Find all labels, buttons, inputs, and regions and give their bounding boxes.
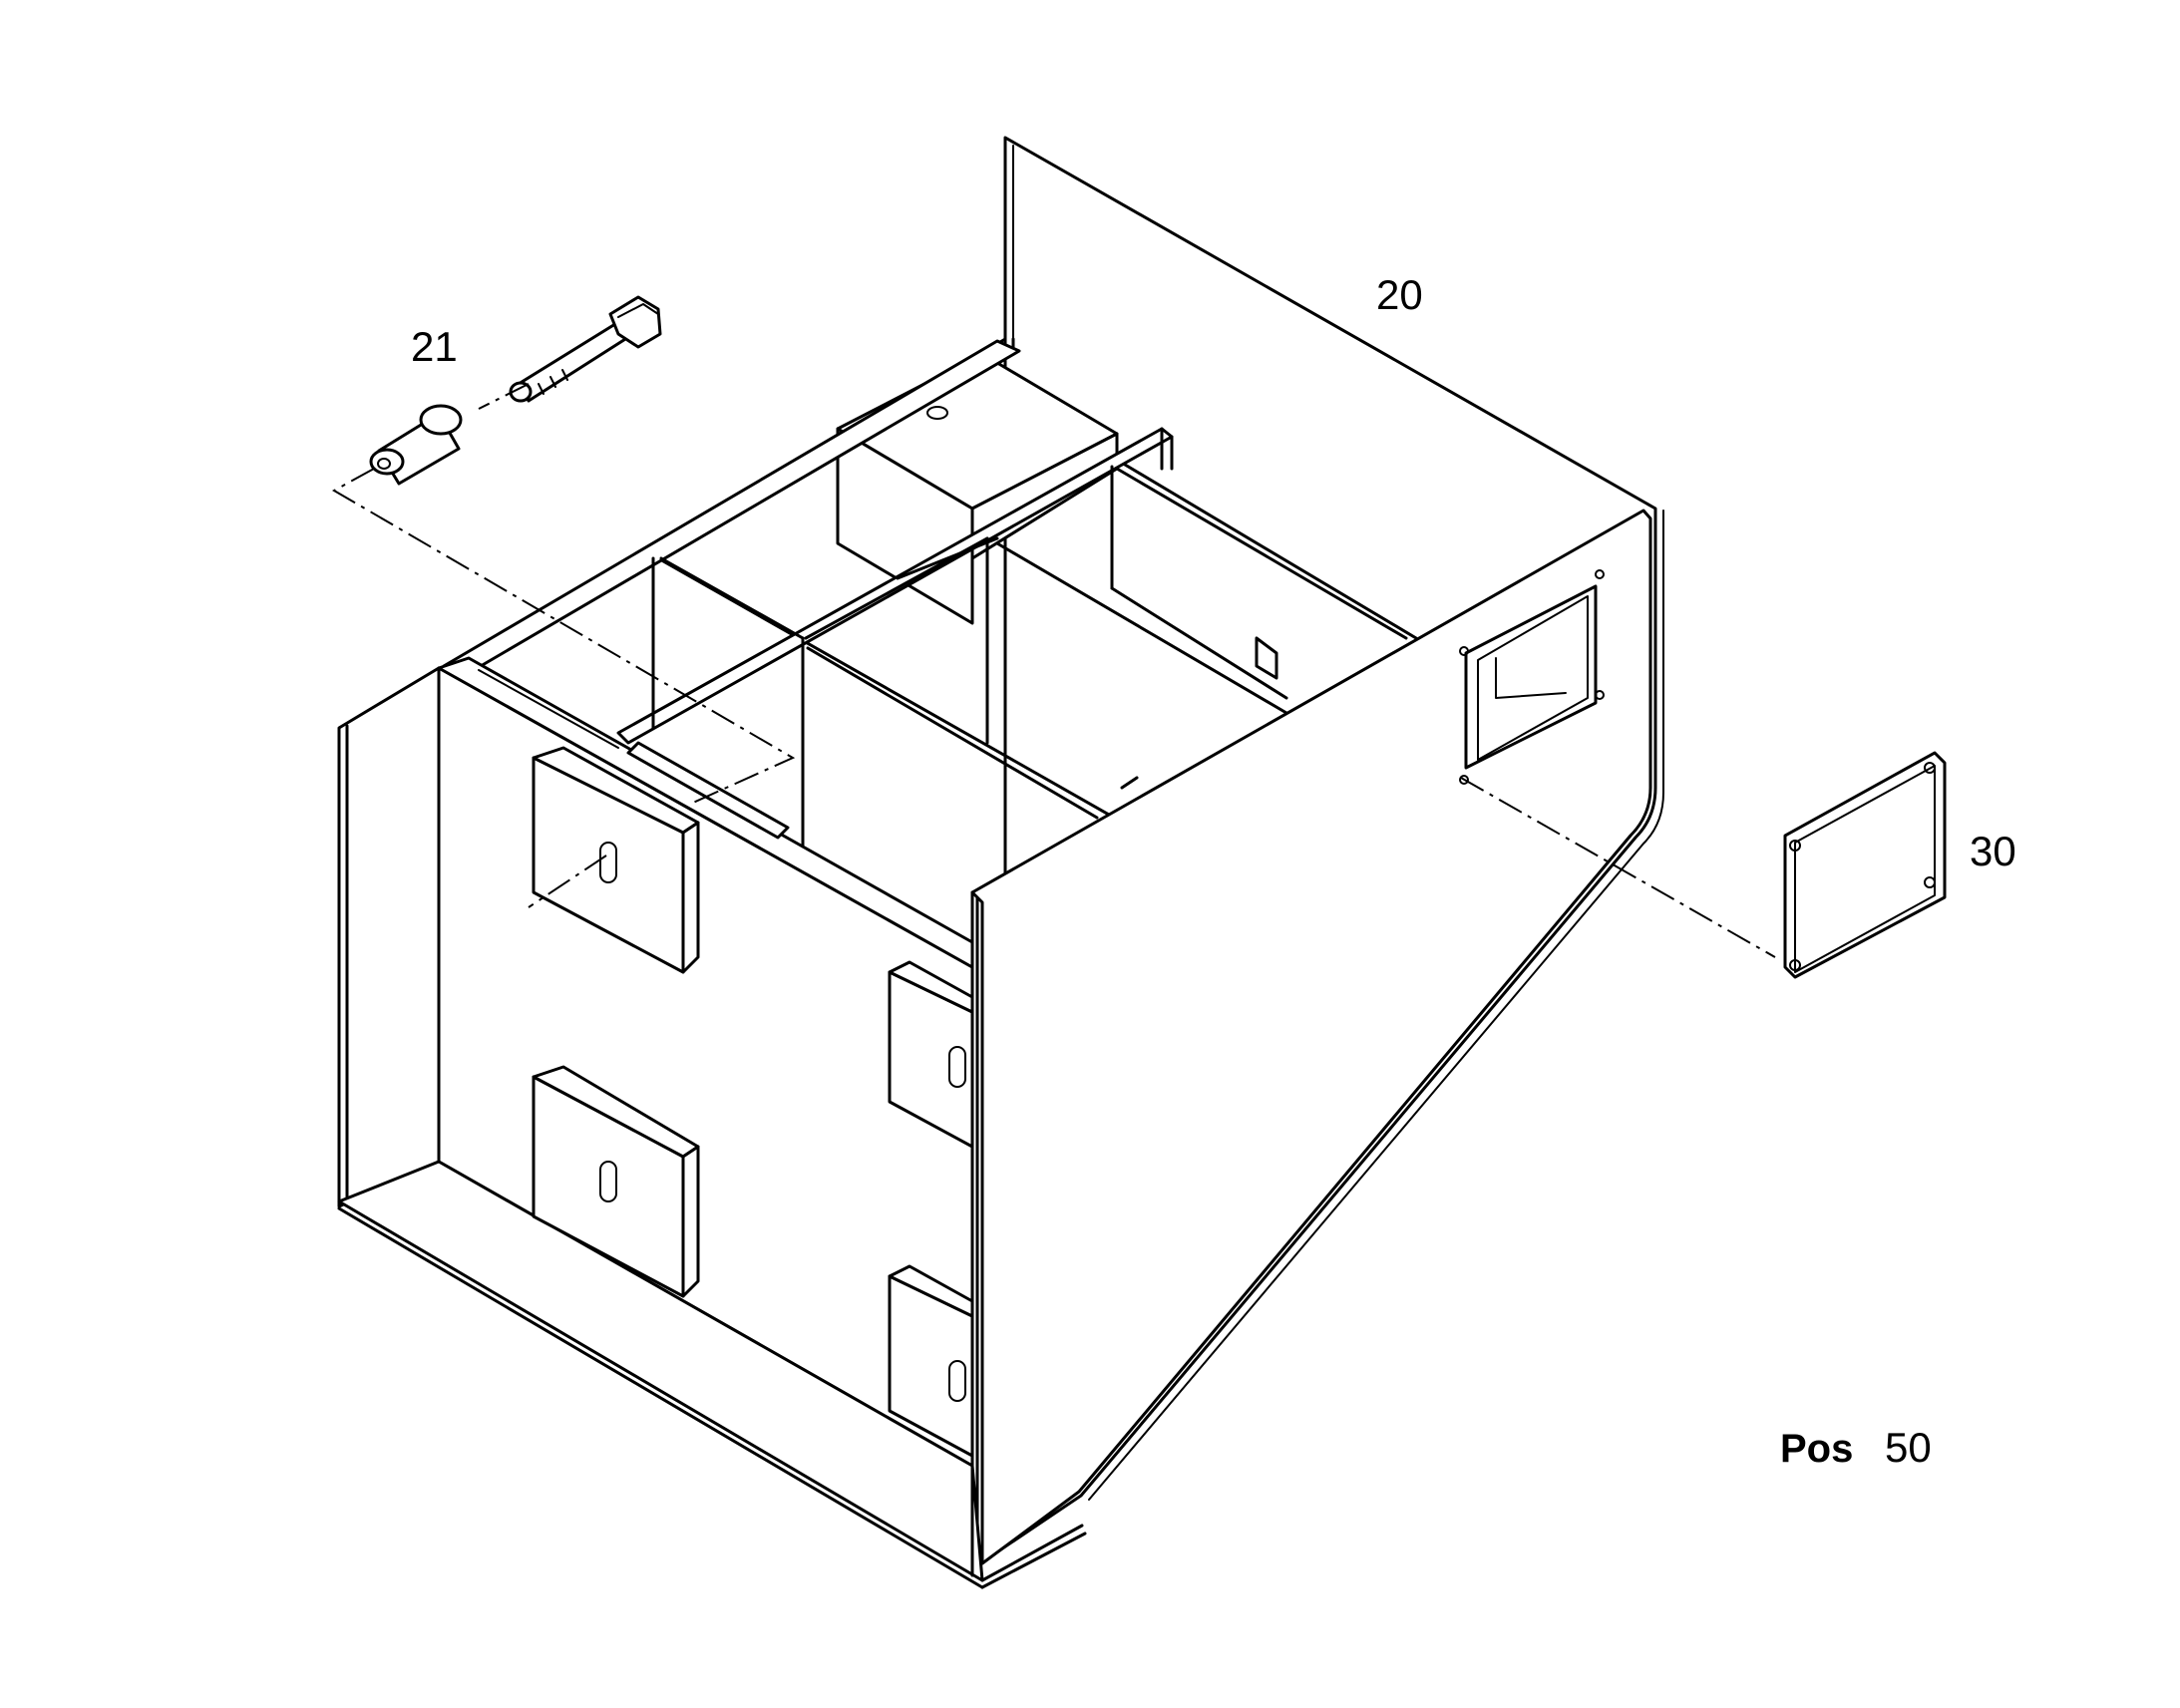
wear-pad-upper-left [532, 746, 700, 974]
callout-bolt-spacer: 21 [411, 323, 458, 370]
side-panel-right [970, 509, 1652, 1565]
block-hole [926, 406, 948, 420]
hex-bolt [509, 295, 662, 403]
assembly-lines [331, 383, 1776, 958]
position-label: Pos [1780, 1427, 1853, 1471]
interior-partitions [651, 465, 1408, 859]
wear-pad-lower-left [532, 1065, 700, 1298]
callout-cover-plate: 30 [1970, 828, 2016, 874]
side-wall-left [337, 666, 441, 1208]
service-opening [1459, 569, 1605, 785]
cover-plate [1783, 751, 1947, 979]
wear-pad-upper-right [888, 960, 974, 1149]
position-value: 50 [1885, 1424, 1932, 1471]
spacer-sleeve [369, 404, 463, 486]
bolt-and-spacer [369, 295, 662, 486]
callout-housing: 20 [1376, 271, 1423, 318]
wear-pad-lower-right [888, 1264, 974, 1458]
housing-assembly [337, 136, 1664, 1589]
